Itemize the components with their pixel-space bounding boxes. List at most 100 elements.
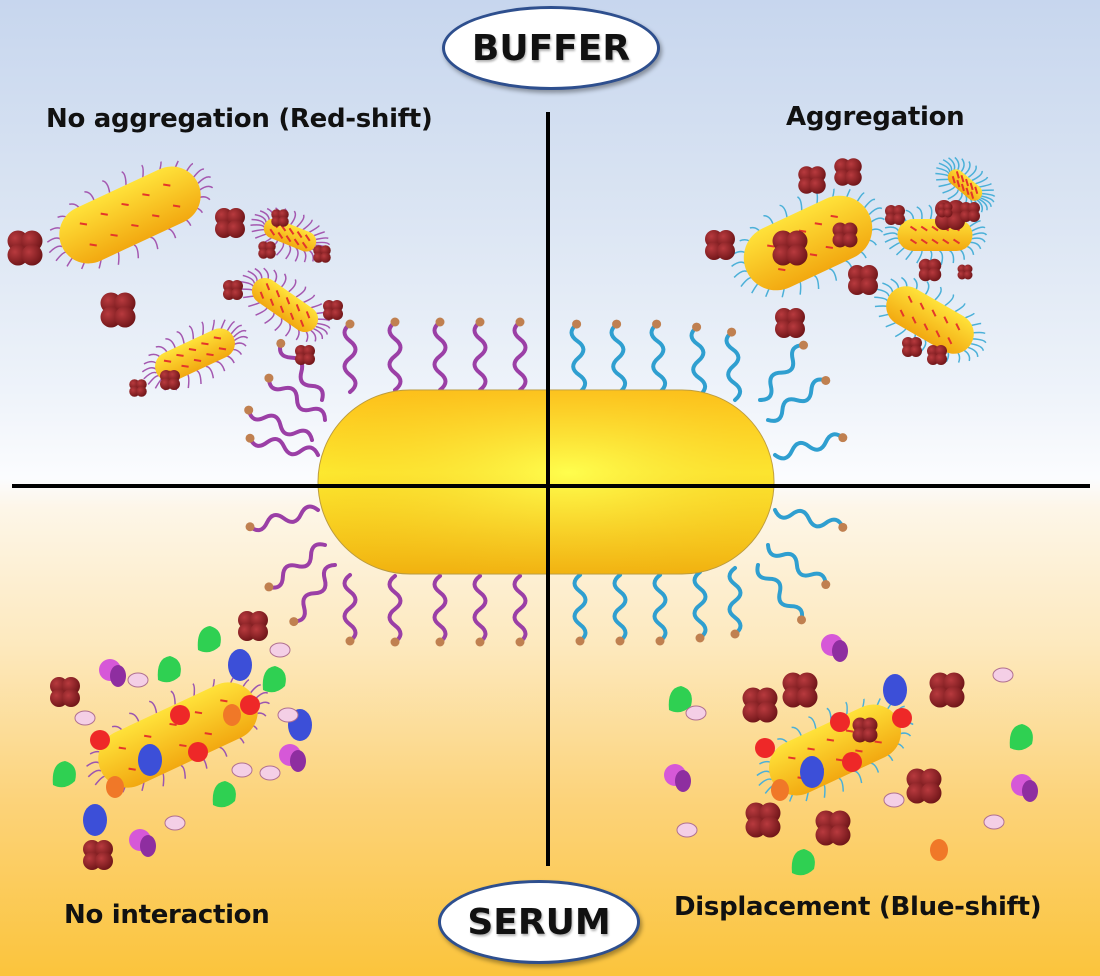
protein-cluster-icon — [83, 840, 113, 870]
protein-cluster-icon — [885, 205, 905, 225]
ligand-chain-icon — [387, 317, 403, 392]
protein-cluster-icon — [815, 810, 851, 846]
ligand-chain-icon — [727, 566, 743, 639]
ligand-chain-icon — [569, 319, 588, 394]
gold-nanorod-icon — [141, 319, 249, 391]
serum-protein-icon — [676, 822, 698, 838]
serum-protein-icon — [83, 804, 107, 836]
protein-cluster-icon — [848, 265, 878, 295]
protein-cluster-icon — [271, 209, 289, 227]
ligand-chain-icon — [724, 327, 743, 402]
ligand-chain-icon — [342, 319, 358, 394]
serum-protein-icon — [99, 659, 126, 687]
serum-protein-icon — [106, 776, 124, 798]
quadrant-illustration-top-right — [705, 156, 996, 365]
serum-protein-icon — [821, 634, 848, 662]
protein-cluster-icon — [906, 768, 942, 804]
serum-protein-icon — [800, 756, 824, 788]
protein-cluster-icon — [902, 337, 922, 357]
ligand-chain-icon — [387, 574, 403, 647]
serum-protein-icon — [223, 704, 241, 726]
serum-protein-icon — [842, 752, 862, 772]
serum-protein-icon — [188, 742, 208, 762]
serum-protein-icon — [231, 762, 253, 778]
serum-protein-icon — [830, 712, 850, 732]
serum-protein-icon — [74, 710, 96, 726]
ligand-chain-icon — [609, 319, 628, 394]
serum-protein-icon — [992, 667, 1014, 683]
serum-protein-icon — [1009, 724, 1033, 751]
ligand-chain-icon — [512, 574, 528, 647]
quadrant-label-bottom-left: No interaction — [64, 900, 270, 930]
buffer-oval-label: BUFFER — [442, 6, 660, 90]
serum-protein-icon — [883, 674, 907, 706]
ligand-chain-icon — [432, 574, 448, 647]
protein-cluster-icon — [323, 300, 343, 320]
ligand-chain-icon — [766, 375, 831, 423]
serum-protein-icon — [771, 779, 789, 801]
serum-protein-icon — [212, 781, 236, 808]
ligand-chain-icon — [342, 573, 358, 646]
ligand-chains — [244, 317, 848, 647]
protein-cluster-icon — [937, 202, 953, 218]
ligand-chain-icon — [264, 373, 327, 422]
ligand-chain-icon — [432, 317, 448, 392]
protein-cluster-icon — [129, 379, 147, 397]
protein-cluster-icon — [295, 345, 315, 365]
serum-protein-icon — [892, 708, 912, 728]
quadrant-label-top-right: Aggregation — [786, 102, 965, 132]
ligand-chain-icon — [244, 405, 314, 442]
protein-cluster-icon — [258, 241, 276, 259]
ligand-chain-icon — [652, 573, 668, 646]
serum-protein-icon — [157, 656, 181, 683]
serum-protein-icon — [228, 649, 252, 681]
ligand-chain-icon — [472, 574, 488, 647]
ligand-chain-icon — [512, 317, 528, 392]
ligand-chain-icon — [758, 340, 809, 402]
ligand-chain-icon — [612, 573, 628, 646]
quadrant-label-top-left: No aggregation (Red-shift) — [46, 104, 433, 134]
protein-cluster-icon — [223, 280, 243, 300]
serum-protein-icon — [277, 707, 299, 723]
gold-nanorod-icon — [46, 160, 214, 270]
ligand-chain-icon — [276, 338, 325, 402]
serum-protein-icon — [668, 686, 692, 713]
gold-nanorod-icon — [240, 267, 331, 343]
protein-cluster-icon — [960, 202, 980, 222]
serum-protein-icon — [664, 764, 691, 792]
protein-cluster-icon — [929, 672, 965, 708]
ligand-chain-icon — [572, 573, 588, 646]
serum-protein-icon — [164, 815, 186, 831]
protein-cluster-icon — [832, 222, 858, 248]
quadrant-illustration-bottom-right — [664, 634, 1038, 876]
ligand-chain-icon — [755, 563, 807, 625]
protein-cluster-icon — [238, 611, 268, 641]
serum-protein-icon — [930, 839, 948, 861]
serum-protein-icon — [52, 761, 76, 788]
serum-protein-icon — [170, 705, 190, 725]
protein-cluster-icon — [742, 687, 778, 723]
quadrant-illustration-bottom-left — [50, 611, 312, 870]
ligand-chain-icon — [245, 504, 320, 533]
serum-protein-icon — [983, 814, 1005, 830]
serum-protein-icon — [127, 672, 149, 688]
protein-cluster-icon — [215, 208, 245, 238]
protein-cluster-icon — [160, 370, 180, 390]
ligand-chain-icon — [472, 317, 488, 392]
protein-cluster-icon — [918, 258, 942, 282]
serum-protein-icon — [262, 666, 286, 693]
serum-protein-icon — [1011, 774, 1038, 802]
ligand-chain-icon — [692, 570, 708, 643]
gold-nanorod-icon — [874, 276, 987, 363]
protein-cluster-icon — [957, 264, 973, 280]
serum-protein-icon — [129, 829, 156, 857]
protein-cluster-icon — [852, 717, 878, 743]
ligand-chain-icon — [689, 322, 708, 397]
ligand-chain-icon — [289, 563, 337, 627]
serum-protein-icon — [259, 765, 281, 781]
serum-protein-icon — [791, 849, 815, 876]
serum-oval-label: SERUM — [438, 880, 640, 964]
serum-protein-icon — [279, 744, 306, 772]
